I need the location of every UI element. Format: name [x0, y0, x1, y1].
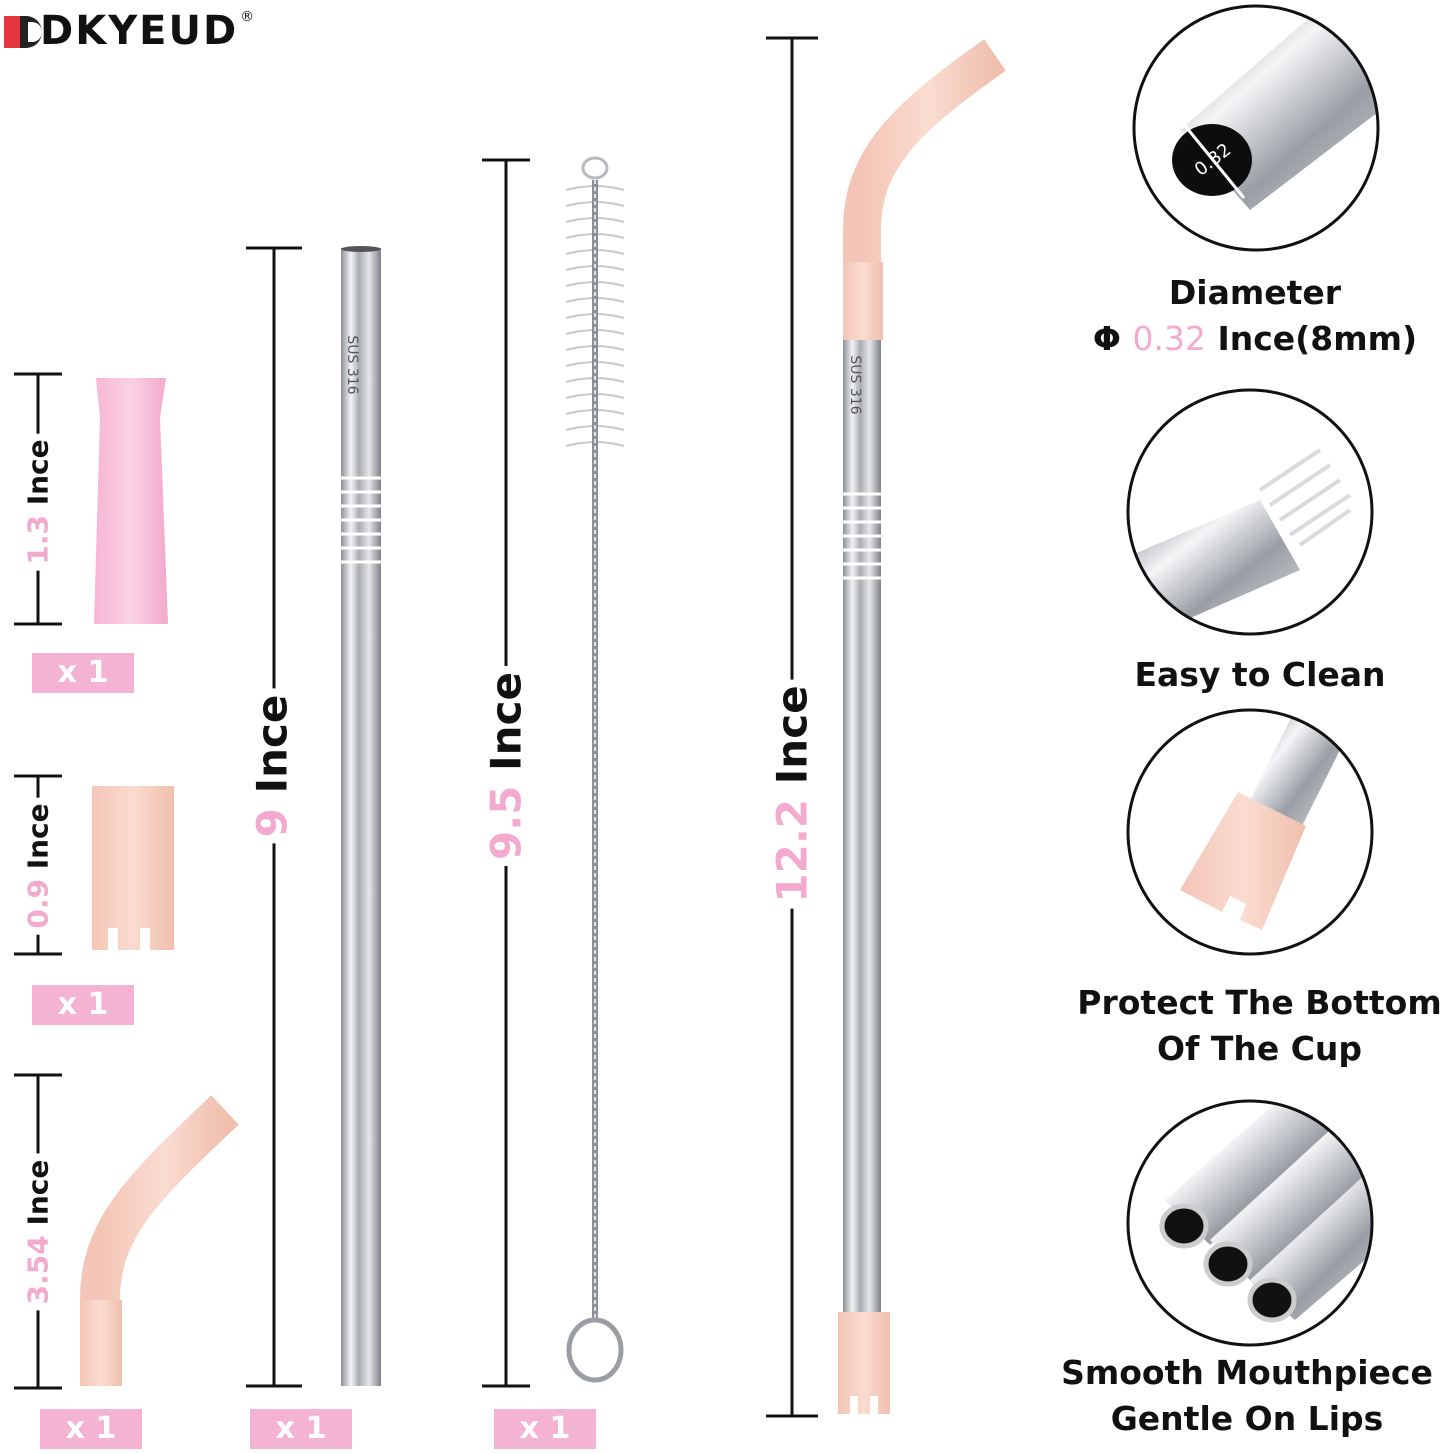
qty-badge-tip-bent: x 1 — [40, 1409, 142, 1449]
silicone-tip-bent — [80, 1095, 239, 1386]
caption-smooth-mouthpiece: Smooth Mouthpiece Gentle On Lips — [1061, 1353, 1433, 1438]
caption-diameter-value: Φ 0.32 Ince(8mm) — [1092, 319, 1418, 358]
dimension-straight-straw: 9 Ince — [247, 688, 297, 844]
smooth-mouthpiece-detail-circle — [1126, 1099, 1374, 1347]
dimension-tip-straight: 1.3 Ince — [21, 433, 55, 571]
brand-name: DKYEUD — [40, 8, 239, 54]
silicone-tip-short — [92, 786, 174, 950]
protect-cup-detail-circle — [1126, 708, 1374, 956]
qty-badge-brush: x 1 — [494, 1409, 596, 1449]
dimension-brush: 9.5 Ince — [481, 666, 531, 866]
logo-mark — [4, 16, 42, 48]
caption-diameter-title: Diameter — [1168, 273, 1342, 312]
caption-diameter: Diameter Φ 0.32 Ince(8mm) — [1070, 270, 1440, 362]
registered-mark: ® — [240, 9, 255, 25]
bent-straw — [838, 39, 1006, 1414]
qty-badge-tip-straight: x 1 — [32, 653, 134, 693]
cleaning-brush — [565, 156, 625, 1383]
dimension-tip-short: 0.9 Ince — [21, 797, 55, 935]
brand-logo: DKYEUD ® — [40, 8, 254, 54]
bent-straw-engraving: SUS 316 — [847, 355, 863, 415]
caption-easy-clean: Easy to Clean — [1134, 655, 1386, 694]
diameter-detail-circle — [1132, 4, 1380, 252]
straight-straw — [341, 246, 381, 1386]
qty-badge-tip-short: x 1 — [32, 985, 134, 1025]
silicone-tip-straight — [94, 378, 168, 624]
straight-straw-engraving: SUS 316 — [344, 335, 360, 395]
qty-badge-straight-straw: x 1 — [250, 1409, 352, 1449]
dimension-bent-straw: 12.2 Ince — [767, 679, 817, 909]
caption-protect-cup: Protect The Bottom Of The Cup — [1077, 983, 1442, 1068]
easy-clean-detail-circle — [1126, 388, 1374, 636]
dimension-tip-bent: 3.54 Ince — [21, 1153, 55, 1311]
